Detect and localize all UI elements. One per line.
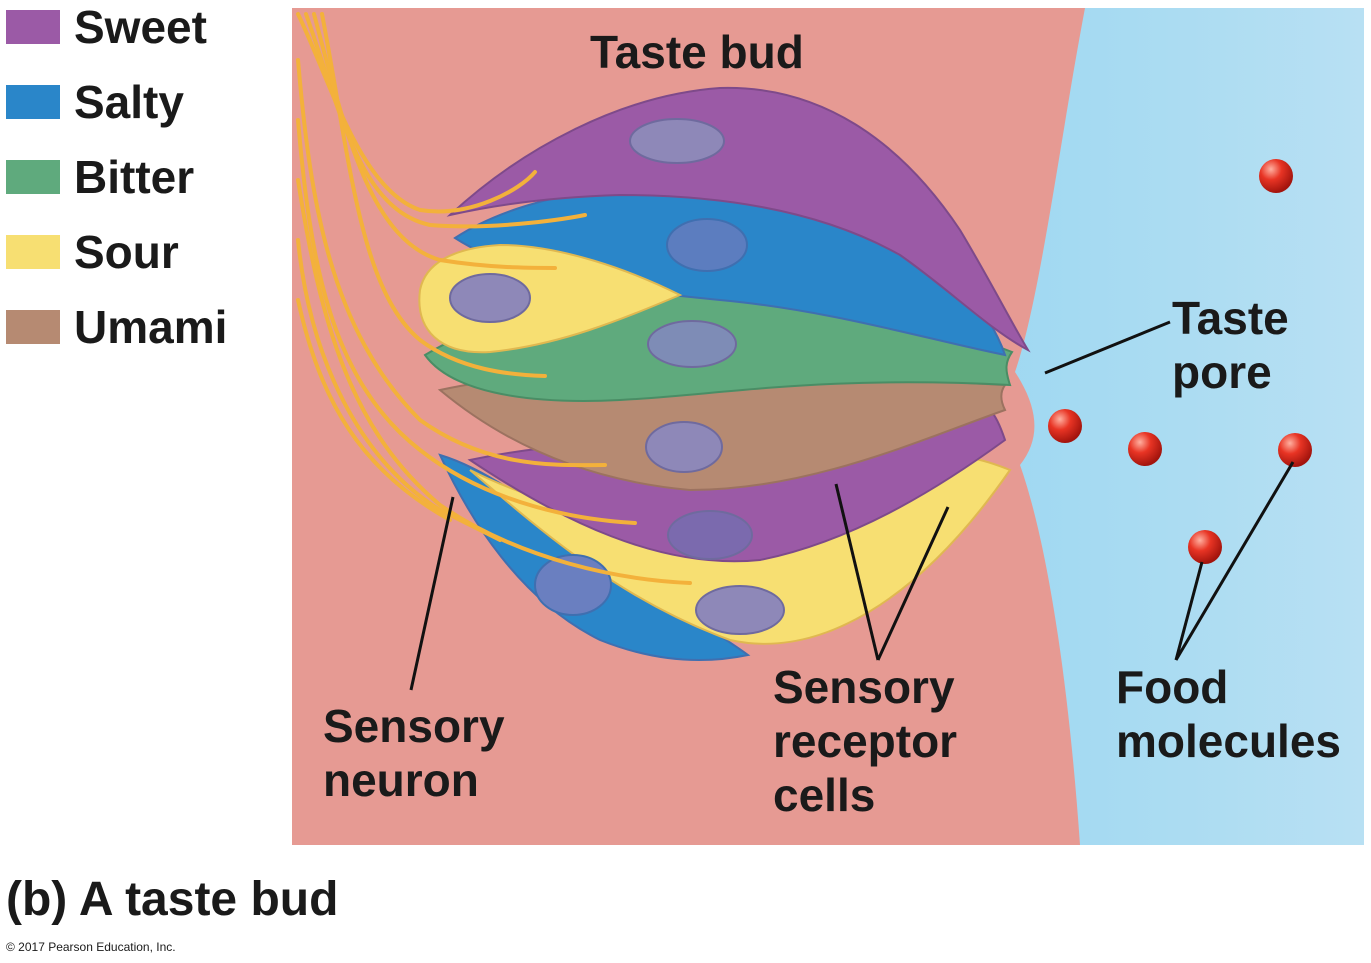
legend-label-salty: Salty <box>74 76 184 128</box>
food-molecule <box>1259 159 1293 193</box>
label-taste-pore-line2: pore <box>1172 346 1272 398</box>
label-taste-bud: Taste bud <box>590 26 804 78</box>
label-food-molecules-line1: Food <box>1116 661 1228 713</box>
nucleus <box>629 118 725 164</box>
legend-label-sour: Sour <box>74 226 179 278</box>
legend-swatch-sour <box>6 235 60 269</box>
label-food-molecules: Food molecules <box>1116 661 1341 767</box>
label-sensory-neuron-line1: Sensory <box>323 700 505 752</box>
label-taste-pore: Taste pore <box>1172 292 1302 398</box>
label-taste-pore-line1: Taste <box>1172 292 1289 344</box>
food-molecule <box>1188 530 1222 564</box>
legend-swatch-umami <box>6 310 60 344</box>
legend-label-sweet: Sweet <box>74 1 207 53</box>
nucleus <box>695 585 785 635</box>
food-molecule <box>1278 433 1312 467</box>
figure-caption: (b) A taste bud <box>6 873 339 926</box>
label-food-molecules-line2: molecules <box>1116 715 1341 767</box>
label-sensory-receptor-cells: Sensory receptor cells <box>773 661 970 821</box>
leader-lines <box>409 320 1295 691</box>
food-molecules <box>1048 159 1312 564</box>
food-molecule <box>1048 409 1082 443</box>
sweet-cell-upper <box>446 86 1031 353</box>
legend-swatch-bitter <box>6 160 60 194</box>
legend-label-umami: Umami <box>74 301 228 353</box>
label-sensory-receptor-cells-line3: cells <box>773 769 875 821</box>
nucleus <box>449 273 531 323</box>
copyright-notice: © 2017 Pearson Education, Inc. <box>6 940 176 954</box>
sensory-neuron-fibers <box>296 12 692 585</box>
legend-label-bitter: Bitter <box>74 151 195 203</box>
label-sensory-receptor-cells-line2: receptor <box>773 715 957 767</box>
sour-cell-upper <box>418 243 683 354</box>
label-sensory-neuron-line2: neuron <box>323 754 479 806</box>
legend-swatch-salty <box>6 85 60 119</box>
nucleus <box>645 421 723 473</box>
nucleus <box>667 510 753 560</box>
food-molecule <box>1128 432 1162 466</box>
legend-swatch-sweet <box>6 10 60 44</box>
cell-nuclei <box>449 118 785 635</box>
label-sensory-neuron: Sensory neuron <box>323 700 517 806</box>
nucleus <box>647 320 737 368</box>
nucleus <box>666 218 748 272</box>
label-sensory-receptor-cells-line1: Sensory <box>773 661 955 713</box>
